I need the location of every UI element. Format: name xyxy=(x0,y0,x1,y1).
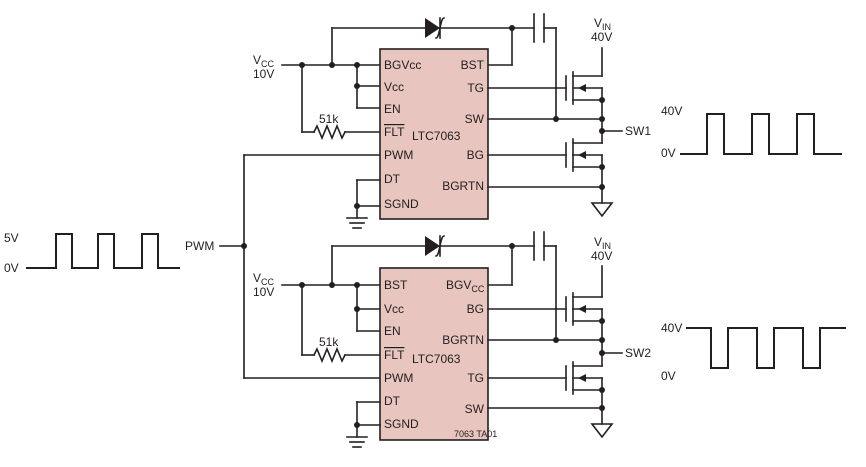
sw2-high-label: 40V xyxy=(661,321,682,335)
channel-2: VCC 10V 51k BST Vcc EN FLT PWM DT xyxy=(253,231,846,448)
sw2-label: SW2 xyxy=(625,346,651,360)
pin-label: DT xyxy=(384,172,401,186)
pin-label: BG xyxy=(467,148,484,162)
vcc-label-2: VCC xyxy=(253,271,275,287)
pin-label: DT xyxy=(384,394,401,408)
pin-label: SGND xyxy=(384,417,419,431)
input-pwm-waveform xyxy=(26,233,180,269)
mosfet-icon xyxy=(565,138,603,172)
pin-label: BGRTN xyxy=(442,333,484,347)
mosfet-icon xyxy=(565,265,603,341)
sw1-label: SW1 xyxy=(625,124,651,138)
ground-icon xyxy=(590,202,614,218)
part-name-1: LTC7063 xyxy=(412,129,461,143)
pwm-input-label: PWM xyxy=(185,239,214,253)
input-pwm-waveform-group: 5V 0V PWM xyxy=(4,154,381,379)
resistor-label-2: 51k xyxy=(319,335,339,349)
vcc-value-2: 10V xyxy=(253,285,274,299)
pin-label: SW xyxy=(465,402,485,416)
diode-icon xyxy=(425,236,440,256)
pin-label: SGND xyxy=(384,197,419,211)
pin-label: Vcc xyxy=(384,80,404,94)
pin-label: TG xyxy=(467,371,484,385)
pin-label: Vcc xyxy=(384,302,404,316)
sw2-low-label: 0V xyxy=(661,369,676,383)
pin-label: BGRTN xyxy=(442,179,484,193)
vcc-label-1: VCC xyxy=(253,53,275,69)
pin-label: EN xyxy=(384,324,401,338)
mosfet-icon xyxy=(565,47,603,120)
sw1-high-label: 40V xyxy=(661,104,682,118)
ic-ltc7063-1 xyxy=(379,48,489,220)
channel-1: VCC 10V 51k BGVcc Vcc xyxy=(253,13,842,229)
ic-ltc7063-2 xyxy=(379,267,489,441)
sw1-waveform xyxy=(680,113,842,155)
vin-label-2: VIN xyxy=(594,235,611,251)
vin-value-2: 40V xyxy=(591,249,612,263)
vcc-value-1: 10V xyxy=(253,67,274,81)
input-high-label: 5V xyxy=(4,231,19,245)
pin-label: BGVcc xyxy=(384,58,421,72)
ground-icon xyxy=(590,423,614,439)
vin-value-1: 40V xyxy=(591,30,612,44)
pin-label: FLT xyxy=(384,125,405,139)
pin-label: BST xyxy=(461,58,485,72)
figure-id: 7063 TA01 xyxy=(454,429,497,439)
pin-label: PWM xyxy=(384,148,413,162)
pin-label: SW xyxy=(465,112,485,126)
pin-label: EN xyxy=(384,102,401,116)
part-name-2: LTC7063 xyxy=(412,352,461,366)
pin-label: FLT xyxy=(384,348,405,362)
input-low-label: 0V xyxy=(4,261,19,275)
pin-label: TG xyxy=(467,81,484,95)
resistor-label-1: 51k xyxy=(319,112,339,126)
sw2-waveform xyxy=(686,327,846,369)
pin-label: BST xyxy=(384,278,408,292)
vin-label-1: VIN xyxy=(594,16,611,32)
pin-label: BG xyxy=(467,302,484,316)
pin-label: BGVCC xyxy=(446,278,485,294)
sw1-low-label: 0V xyxy=(661,146,676,160)
mosfet-icon xyxy=(565,361,603,395)
pin-label: PWM xyxy=(384,371,413,385)
diode-icon xyxy=(425,18,440,38)
